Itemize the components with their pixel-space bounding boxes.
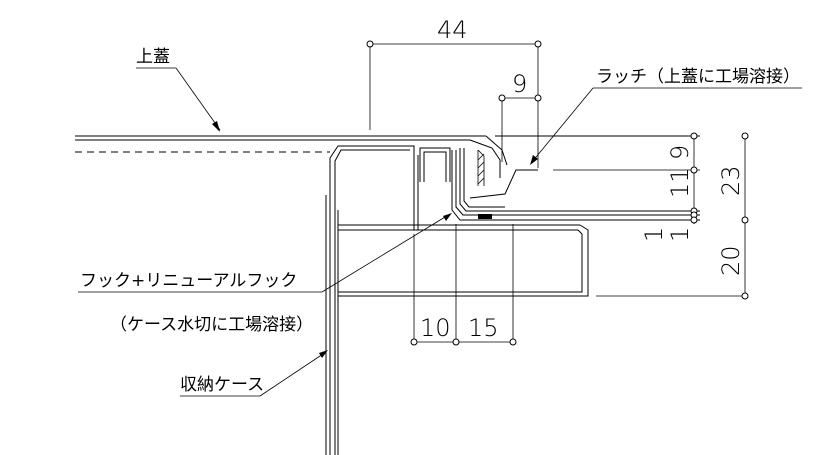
dim-1b-label: 1	[666, 227, 694, 242]
leader-top-lid: 上蓋	[136, 47, 221, 132]
dim-44-label: 44	[437, 16, 468, 44]
label-hook-note: （ケース水切に工場溶接）	[110, 315, 313, 335]
latch	[469, 169, 700, 199]
storage-case	[325, 145, 451, 455]
dim-11-label: 11	[666, 167, 694, 198]
label-case: 収納ケース	[180, 375, 264, 395]
top-lid	[75, 135, 700, 186]
dim-10-label: 10	[420, 314, 451, 342]
dim-9-top-label: 9	[512, 70, 527, 98]
label-top-lid: 上蓋	[136, 47, 170, 67]
dimension-9-top: 9	[498, 70, 542, 162]
dim-15-label: 15	[468, 314, 499, 342]
dimension-right-stack: 9 11 23 1 1 20	[640, 132, 749, 300]
lower-frame	[338, 224, 745, 297]
label-hook: フック+リニューアルフック	[80, 271, 297, 291]
leader-latch: ラッチ（上蓋に工場溶接）	[530, 67, 802, 165]
dim-9-right-label: 9	[666, 145, 694, 160]
leader-hook: フック+リニューアルフック （ケース水切に工場溶接）	[78, 213, 452, 335]
dimension-bottom: 10 15	[410, 224, 517, 346]
hook	[451, 148, 700, 221]
label-latch: ラッチ（上蓋に工場溶接）	[596, 67, 800, 87]
leader-case: 収納ケース	[180, 350, 328, 397]
dim-23-label: 23	[717, 165, 745, 196]
dim-20-label: 20	[717, 245, 745, 276]
dim-1-label: 1	[640, 227, 668, 242]
dimension-44: 44	[366, 16, 542, 168]
